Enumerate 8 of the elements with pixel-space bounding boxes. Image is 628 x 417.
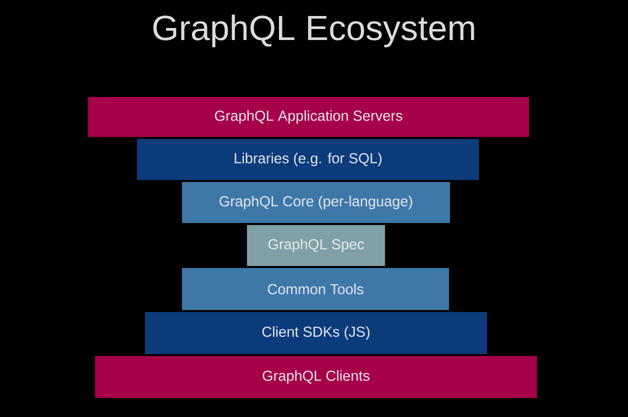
layer-bar: Common Tools <box>182 268 449 310</box>
layer-bar: GraphQL Application Servers <box>88 97 529 137</box>
layer-bar: GraphQL Spec <box>247 225 385 266</box>
layer-bar: GraphQL Clients <box>95 356 537 398</box>
layer-bar: Client SDKs (JS) <box>145 312 487 354</box>
layer-bar: Libraries (e.g. for SQL) <box>137 139 479 180</box>
title: GraphQL Ecosystem <box>153 14 474 48</box>
layer-bar: GraphQL Core (per-language) <box>182 182 450 223</box>
